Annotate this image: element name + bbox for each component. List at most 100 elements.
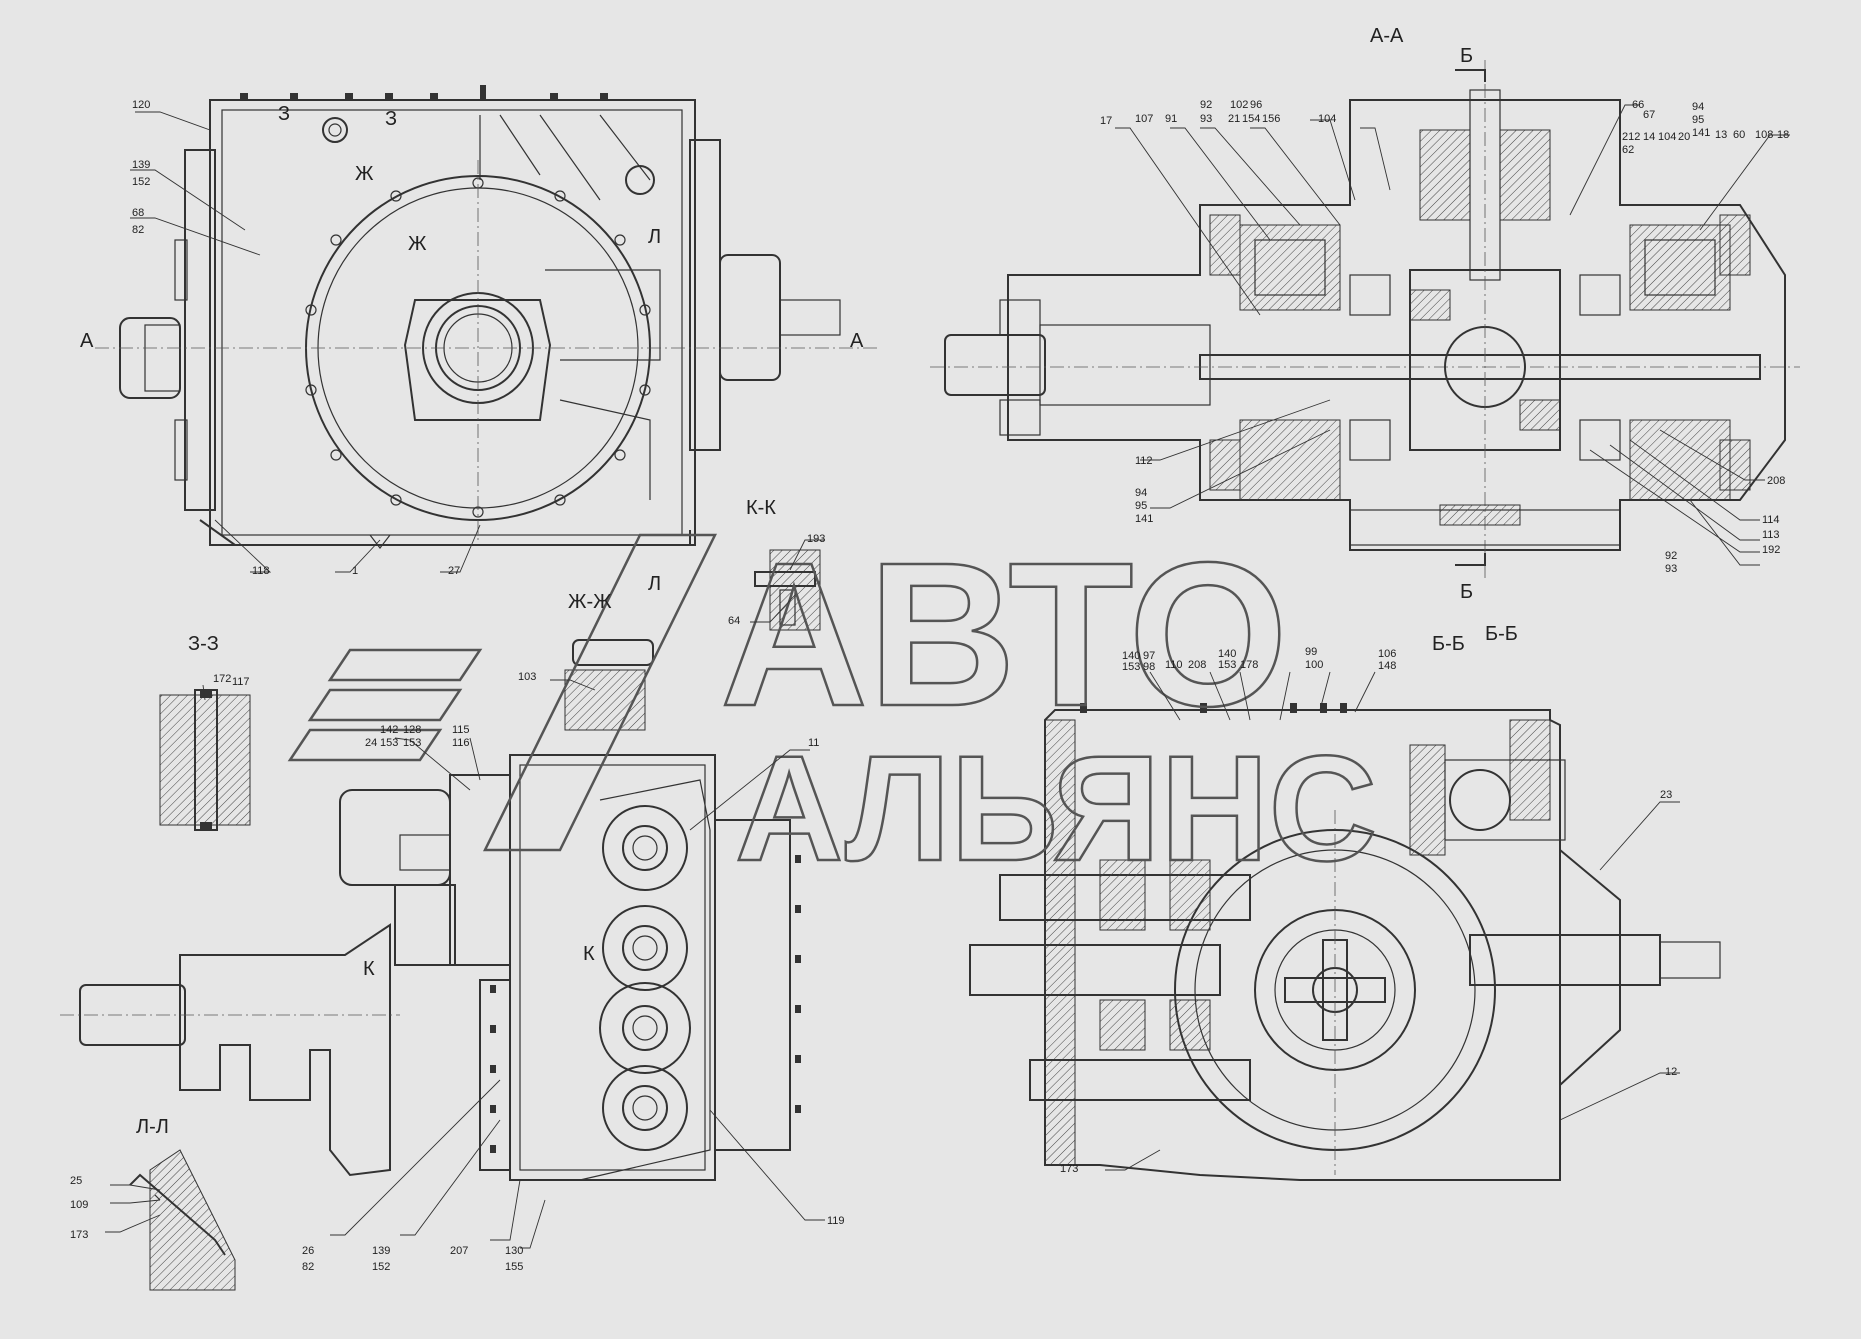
callout: 142: [380, 724, 398, 736]
detail-zhzh: [564, 639, 654, 731]
callout: 92: [1200, 99, 1212, 111]
callout: 155: [505, 1261, 523, 1273]
callout: 173: [1060, 1163, 1078, 1175]
callout: 141: [1692, 127, 1710, 139]
callout: 68: [132, 207, 144, 219]
leader-lines: [105, 104, 1790, 1249]
callout: 193: [807, 533, 825, 545]
section-mark-b-bottom: Б: [1460, 581, 1473, 603]
callout: 173: [70, 1229, 88, 1241]
callout: 12: [1665, 1066, 1677, 1078]
housing-side-view: [60, 754, 801, 1181]
watermark-logo: АВТО АЛЬЯНС: [287, 519, 1378, 893]
callout: 17: [1100, 115, 1112, 127]
callout: 96: [1250, 99, 1262, 111]
section-title-kk: К-К: [746, 497, 776, 519]
callout: 152: [132, 176, 150, 188]
callout: 64: [728, 615, 740, 627]
callout: 24: [365, 737, 377, 749]
callout: 27: [448, 565, 460, 577]
callout: 154: [1242, 113, 1260, 125]
callout: 212: [1622, 131, 1640, 143]
callout: 140: [1122, 650, 1140, 662]
callout: 118: [252, 565, 270, 577]
section-mark-k-1: К: [363, 958, 375, 980]
callout: 119: [827, 1215, 845, 1227]
callout: 82: [302, 1261, 314, 1273]
callout: 178: [1240, 659, 1258, 671]
callout: 97: [1143, 650, 1155, 662]
callout: 156: [1262, 113, 1280, 125]
section-aa-view: Б Б: [930, 45, 1800, 603]
callout: 112: [1135, 455, 1153, 467]
callout: 153: [403, 737, 421, 749]
callout: 13: [1715, 129, 1727, 141]
section-mark-z-1: З: [278, 103, 290, 125]
callout: 106: [1378, 648, 1396, 660]
callout: 93: [1665, 563, 1677, 575]
callout: 140: [1218, 648, 1236, 660]
callout: 25: [70, 1175, 82, 1187]
callout: 109: [70, 1199, 88, 1211]
callout: 110: [1165, 659, 1183, 671]
callout: 21: [1228, 113, 1240, 125]
section-mark-k-2: К: [583, 943, 595, 965]
callout: 104: [1658, 131, 1676, 143]
callout: 208: [1767, 475, 1785, 487]
callout: 95: [1135, 500, 1147, 512]
section-mark-a-right: А: [850, 330, 864, 352]
callout: 128: [403, 724, 421, 736]
section-mark-l-2: Л: [648, 573, 661, 595]
callout: 82: [132, 224, 144, 236]
callout: 152: [372, 1261, 390, 1273]
section-bb-view: [969, 703, 1721, 1181]
callout: 20: [1678, 131, 1690, 143]
callout: 141: [1135, 513, 1153, 525]
callout: 208: [1188, 659, 1206, 671]
callout: 98: [1143, 661, 1155, 673]
section-title-ll: Л-Л: [136, 1116, 169, 1138]
callout: 60: [1733, 129, 1745, 141]
section-mark-z-2: З: [385, 108, 397, 130]
callout: 66: [1632, 99, 1644, 111]
section-mark-zh-2: Ж: [408, 233, 427, 255]
detail-zz: [159, 689, 251, 831]
section-mark-zh-1: Ж: [355, 163, 374, 185]
callout: 207: [450, 1245, 468, 1257]
callout: 95: [1692, 114, 1704, 126]
callout: 18: [1777, 129, 1789, 141]
callout: 102: [1230, 99, 1248, 111]
callout: 23: [1660, 789, 1672, 801]
callout: 14: [1643, 131, 1655, 143]
section-labels: А-А Б-Б Б-Б К-К Ж-Ж З-З Л-Л А А З З Ж Ж …: [80, 25, 1518, 1138]
callout: 104: [1318, 113, 1336, 125]
watermark-line2: АЛЬЯНС: [735, 724, 1377, 892]
section-mark-a-left: А: [80, 330, 94, 352]
housing-front-view: [95, 85, 880, 549]
callout: 26: [302, 1245, 314, 1257]
callout: 116: [452, 737, 470, 749]
callout: 94: [1135, 487, 1147, 499]
callout: 91: [1165, 113, 1177, 125]
section-title-bb-2: Б-Б: [1485, 623, 1518, 645]
watermark-line1: АВТО: [720, 520, 1288, 749]
section-title-bb-1: Б-Б: [1432, 633, 1465, 655]
callout: 130: [505, 1245, 523, 1257]
detail-kk: [754, 549, 821, 631]
section-title-aa: А-А: [1370, 25, 1404, 47]
section-title-zhzh: Ж-Ж: [568, 591, 612, 613]
section-mark-b-top: Б: [1460, 45, 1473, 67]
callout: 103: [518, 671, 536, 683]
callout: 148: [1378, 660, 1396, 672]
callout: 192: [1762, 544, 1780, 556]
callout: 172: [213, 673, 231, 685]
callout: 153: [1122, 661, 1140, 673]
callout: 99: [1305, 646, 1317, 658]
callout: 153: [380, 737, 398, 749]
callout: 153: [1218, 659, 1236, 671]
callout: 113: [1762, 529, 1780, 541]
detail-ll: [129, 1149, 236, 1291]
callout: 94: [1692, 101, 1704, 113]
callout-numbers: 120 139 152 68 82 118 1 27 17 107 91 92 …: [70, 99, 1789, 1273]
